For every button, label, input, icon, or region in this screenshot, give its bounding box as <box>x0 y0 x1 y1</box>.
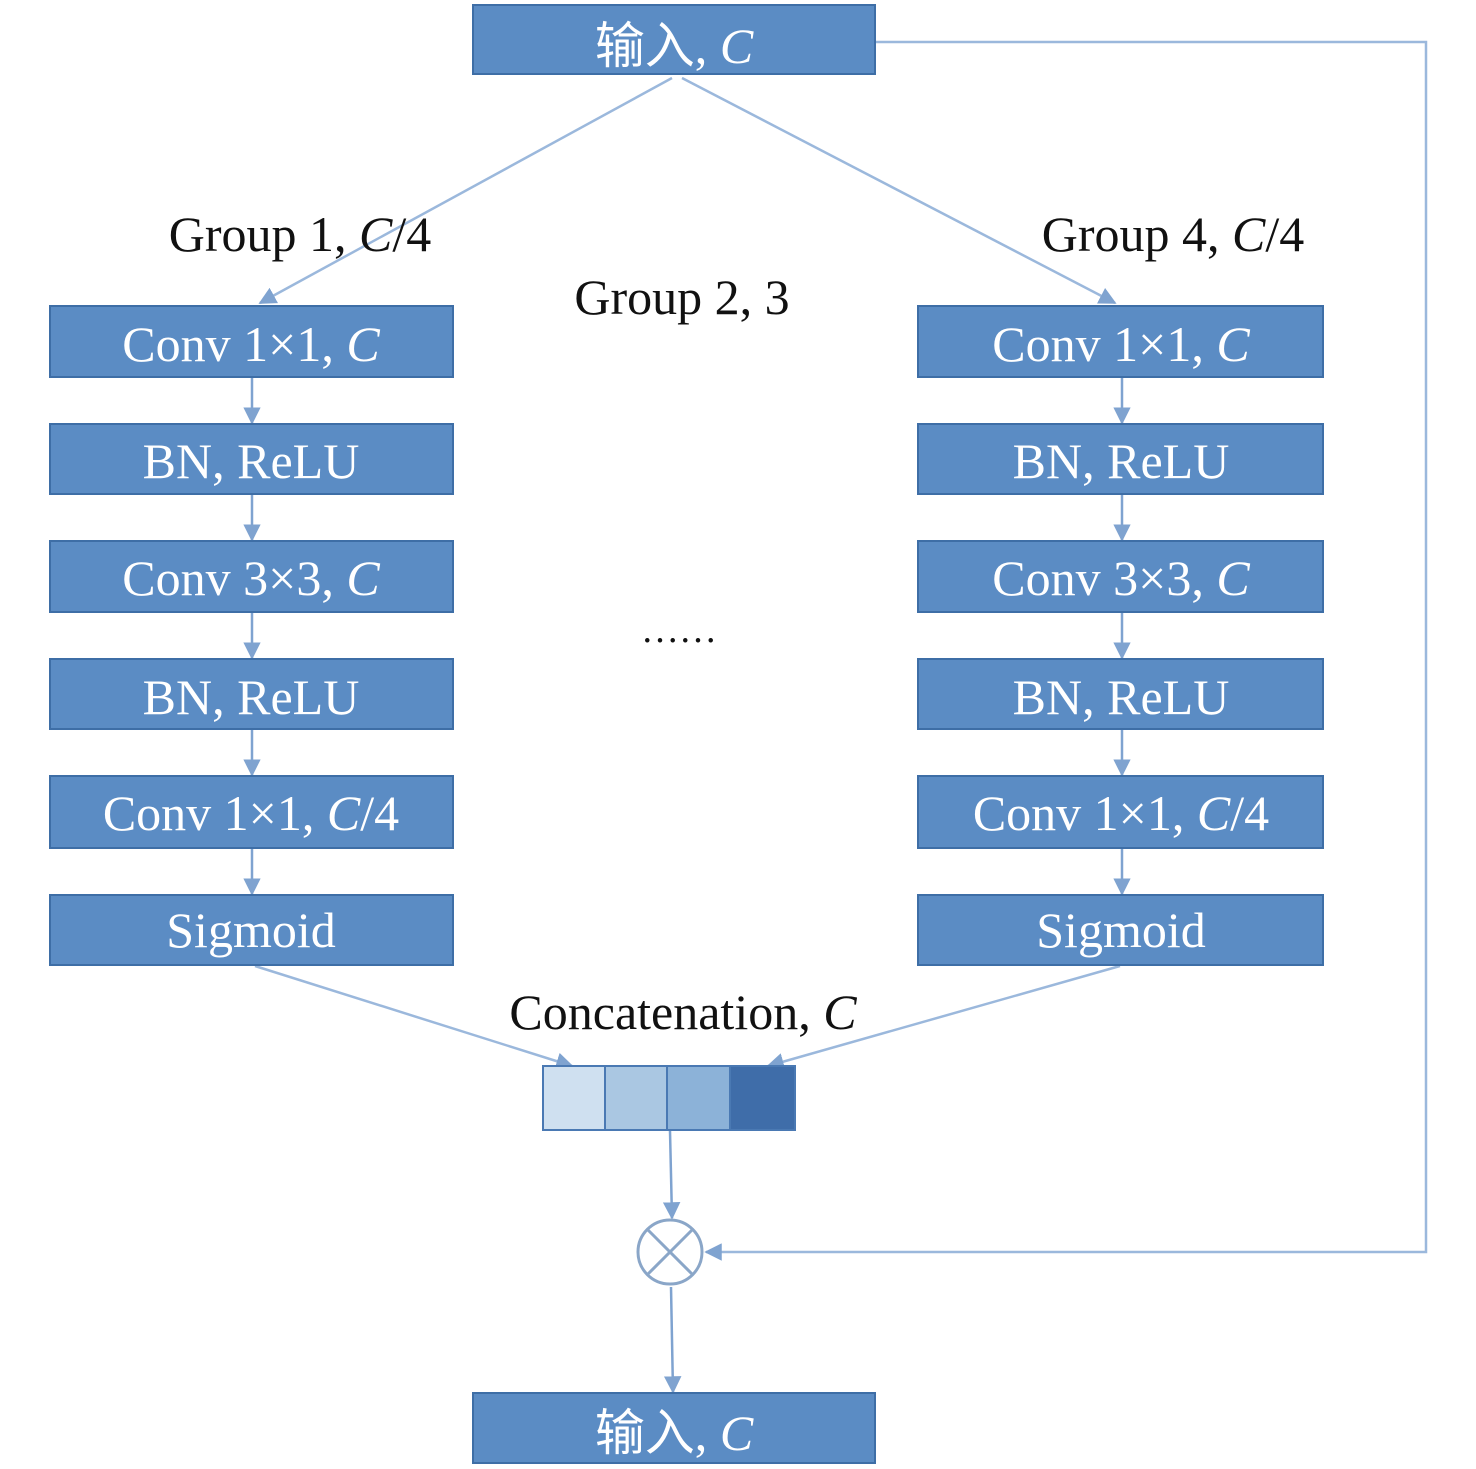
edge-input-to-group4 <box>681 76 1117 305</box>
svg-text:Sigmoid: Sigmoid <box>166 902 335 958</box>
svg-text:BN, ReLU: BN, ReLU <box>1013 433 1230 489</box>
svg-text:BN, ReLU: BN, ReLU <box>143 433 360 489</box>
svg-text:输入, C: 输入, C <box>595 18 754 74</box>
left-sigmoid-node: Sigmoid <box>49 894 454 966</box>
left-bn-relu-node-1: BN, ReLU <box>49 423 454 495</box>
left-column: Conv 1×1, C BN, ReLU Conv 3×3, C BN, ReL… <box>49 305 454 966</box>
svg-text:Sigmoid: Sigmoid <box>1036 902 1205 958</box>
right-column: Conv 1×1, C BN, ReLU Conv 3×3, C BN, ReL… <box>917 305 1324 966</box>
svg-text:Conv 3×3, C: Conv 3×3, C <box>992 550 1250 606</box>
svg-text:Conv 1×1, C/4: Conv 1×1, C/4 <box>103 785 399 841</box>
right-conv1x1-c4-node: Conv 1×1, C/4 <box>917 775 1324 849</box>
edge-right-to-concat <box>766 964 1121 1071</box>
left-conv1x1-c-node: Conv 1×1, C <box>49 305 454 378</box>
concat-segment-3 <box>666 1065 731 1131</box>
right-conv1x1-c-node: Conv 1×1, C <box>917 305 1324 378</box>
concat-segment-2 <box>604 1065 668 1131</box>
concatenation-block <box>542 1065 796 1131</box>
left-bn-relu-node-2: BN, ReLU <box>49 658 454 730</box>
svg-text:Conv 1×1, C: Conv 1×1, C <box>122 316 380 372</box>
output-node: 输入, C <box>472 1392 876 1464</box>
concatenation-label: Concatenation, C <box>509 984 857 1040</box>
output-node-text: 输入, <box>595 1405 720 1461</box>
svg-text:BN, ReLU: BN, ReLU <box>143 669 360 725</box>
svg-text:输入, C: 输入, C <box>595 1405 754 1461</box>
concat-segment-1 <box>542 1065 606 1131</box>
edge-left-to-concat <box>254 964 574 1070</box>
group-1-label: Group 1, C/4 <box>169 206 432 262</box>
right-bn-relu-node-1: BN, ReLU <box>917 423 1324 495</box>
right-bn-relu-node-2: BN, ReLU <box>917 658 1324 730</box>
ellipsis: …… <box>641 609 717 651</box>
svg-text:Conv 1×1, C/4: Conv 1×1, C/4 <box>973 785 1269 841</box>
circled-times-icon <box>636 1218 704 1286</box>
svg-text:Conv 1×1, C: Conv 1×1, C <box>992 316 1250 372</box>
right-sigmoid-node: Sigmoid <box>917 894 1324 966</box>
group-2-3-label: Group 2, 3 <box>574 269 789 325</box>
svg-text:Conv 3×3, C: Conv 3×3, C <box>122 550 380 606</box>
edge-input-to-group1 <box>258 76 673 305</box>
edge-multiply-to-output <box>663 1286 682 1394</box>
left-conv3x3-node: Conv 3×3, C <box>49 540 454 613</box>
connectors <box>243 40 1428 1394</box>
output-node-var: C <box>720 1405 754 1461</box>
left-conv1x1-c4-node: Conv 1×1, C/4 <box>49 775 454 849</box>
concat-segment-4 <box>729 1065 796 1131</box>
input-node: 输入, C <box>472 4 876 75</box>
svg-text:BN, ReLU: BN, ReLU <box>1013 669 1230 725</box>
edge-concat-to-multiply <box>662 1130 681 1220</box>
input-node-var: C <box>720 18 754 74</box>
input-node-text: 输入, <box>595 18 720 74</box>
right-conv3x3-node: Conv 3×3, C <box>917 540 1324 613</box>
group-4-label: Group 4, C/4 <box>1042 206 1305 262</box>
edge-skip-connection <box>704 40 1428 1261</box>
